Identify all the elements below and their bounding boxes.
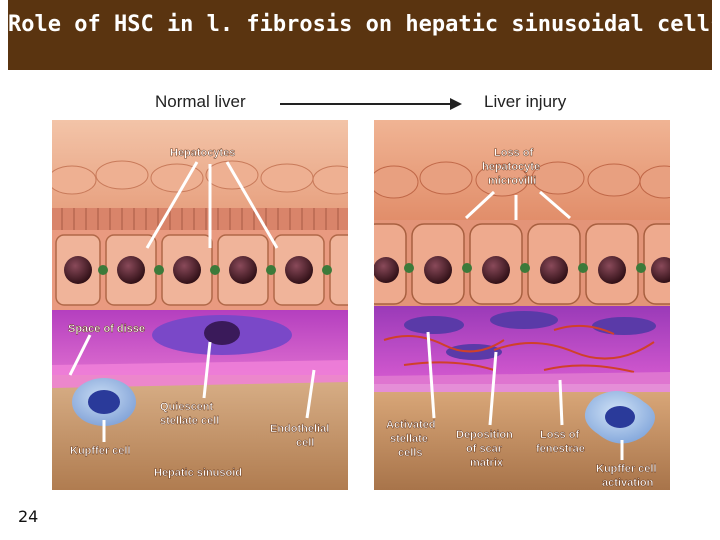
scar-matrix-fibers — [383, 324, 655, 373]
title-bar: Role of HSC in l. fibrosis on hepatic si… — [8, 0, 720, 70]
label-kupffer-activation-2: activation — [602, 477, 654, 489]
label-activated-3: cells — [398, 447, 422, 459]
label-loss-microvilli-1: Loss of — [494, 147, 533, 159]
endothelial-lining — [52, 360, 348, 388]
label-kupffer-activation-1: Kupffer cell — [596, 463, 657, 475]
page-number: 24 — [18, 507, 39, 526]
label-endothelial-2: cell — [296, 437, 314, 449]
label-loss-microvilli-2: hepatocyte — [482, 161, 540, 173]
hepatocyte-nuclei — [64, 256, 313, 284]
liver-injury-illustration: Loss of hepatocyte microvilli Activated … — [374, 120, 670, 490]
label-endothelial-1: Endothelial — [270, 423, 329, 435]
label-deposition-3: matrix — [470, 457, 504, 469]
normal-liver-header: Normal liver — [155, 92, 246, 111]
label-activated-2: stellate — [390, 433, 428, 445]
slide-title: Role of HSC in l. fibrosis on hepatic si… — [8, 12, 720, 37]
progression-arrow-line — [280, 103, 452, 105]
progression-arrow-head — [450, 98, 462, 110]
label-fenestrae-1: Loss of — [540, 429, 579, 441]
label-deposition-2: of scar — [466, 443, 503, 455]
label-activated-1: Activated — [386, 419, 436, 431]
label-quiescent-2: stellate cell — [160, 415, 219, 427]
label-fenestrae-2: fenestrae — [536, 443, 585, 455]
label-deposition-1: Deposition — [456, 429, 513, 441]
label-hepatocytes: Hepatocytes — [170, 147, 235, 159]
microvilli — [52, 208, 348, 230]
label-loss-microvilli-3: microvilli — [488, 175, 536, 187]
label-kupffer-cell: Kupffer cell — [70, 445, 131, 457]
label-quiescent-1: Quiescent — [160, 401, 214, 413]
injured-endothelial-lining — [374, 372, 670, 396]
liver-injury-panel: Loss of hepatocyte microvilli Activated … — [374, 120, 670, 490]
label-hepatic-sinusoid: Hepatic sinusoid — [154, 467, 242, 479]
normal-liver-panel: Hepatocytes Space of disse Quiescent ste… — [52, 120, 348, 490]
label-space-of-disse: Space of disse — [68, 323, 145, 335]
normal-liver-illustration: Hepatocytes Space of disse Quiescent ste… — [52, 120, 348, 490]
liver-injury-header: Liver injury — [484, 92, 567, 111]
injured-hepatocyte-nuclei — [374, 256, 670, 284]
